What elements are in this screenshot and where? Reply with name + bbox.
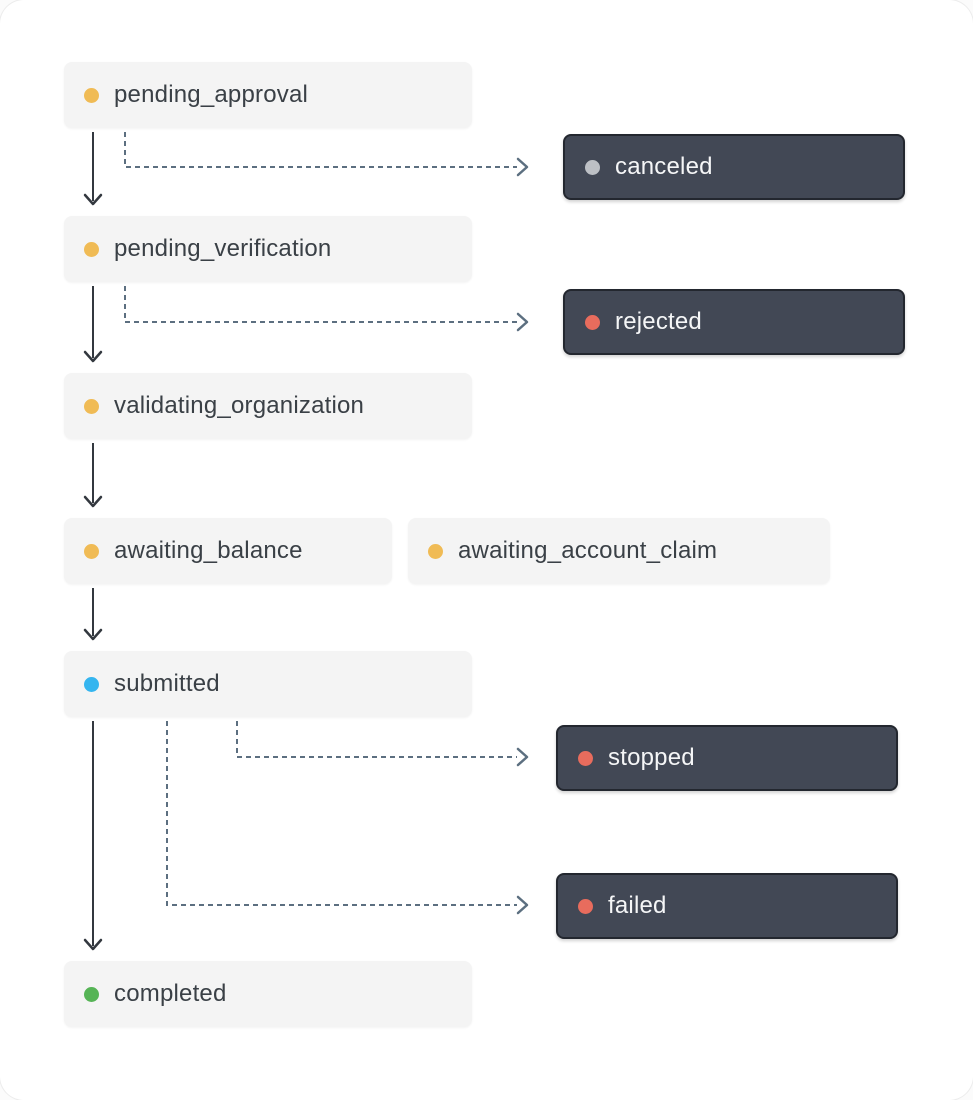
state-label: rejected bbox=[615, 308, 702, 335]
edge-validating_organization-to-awaiting_balance bbox=[83, 443, 103, 508]
state-label: failed bbox=[608, 892, 667, 919]
status-dot-icon bbox=[578, 898, 593, 914]
arrowhead-right-icon bbox=[516, 747, 529, 767]
status-dot-icon bbox=[84, 986, 99, 1002]
status-dot-icon bbox=[585, 314, 600, 330]
edge-submitted-to-stopped bbox=[236, 721, 529, 767]
edge-pending_verification-to-validating_organization bbox=[83, 286, 103, 363]
state-node-canceled: canceled bbox=[563, 134, 905, 200]
state-node-failed: failed bbox=[556, 873, 898, 939]
state-node-submitted: submitted bbox=[64, 651, 472, 717]
state-label: canceled bbox=[615, 153, 713, 180]
state-label: pending_verification bbox=[114, 235, 332, 262]
arrowhead-down-icon bbox=[83, 495, 103, 508]
state-node-completed: completed bbox=[64, 961, 472, 1027]
arrowhead-down-icon bbox=[83, 193, 103, 206]
state-label: stopped bbox=[608, 744, 695, 771]
state-node-validating_organization: validating_organization bbox=[64, 373, 472, 439]
status-dot-icon bbox=[84, 398, 99, 414]
edge-submitted-to-completed bbox=[83, 721, 103, 951]
status-dot-icon bbox=[585, 159, 600, 175]
status-dot-icon bbox=[428, 543, 443, 559]
state-label: completed bbox=[114, 980, 227, 1007]
arrowhead-right-icon bbox=[516, 895, 529, 915]
edge-submitted-to-failed bbox=[166, 721, 529, 915]
status-dot-icon bbox=[84, 87, 99, 103]
state-label: awaiting_account_claim bbox=[458, 537, 718, 564]
arrowhead-down-icon bbox=[83, 350, 103, 363]
arrowhead-right-icon bbox=[516, 157, 529, 177]
state-node-rejected: rejected bbox=[563, 289, 905, 355]
edge-pending_approval-to-canceled bbox=[124, 132, 529, 177]
state-label: validating_organization bbox=[114, 392, 365, 419]
state-label: pending_approval bbox=[114, 81, 309, 108]
status-dot-icon bbox=[84, 543, 99, 559]
edge-pending_verification-to-rejected bbox=[124, 286, 529, 332]
state-node-pending_approval: pending_approval bbox=[64, 62, 472, 128]
state-label: awaiting_balance bbox=[114, 537, 303, 564]
state-node-pending_verification: pending_verification bbox=[64, 216, 472, 282]
arrowhead-down-icon bbox=[83, 938, 103, 951]
status-dot-icon bbox=[84, 241, 99, 257]
state-label: submitted bbox=[114, 670, 220, 697]
state-node-stopped: stopped bbox=[556, 725, 898, 791]
edge-pending_approval-to-pending_verification bbox=[83, 132, 103, 206]
arrowhead-right-icon bbox=[516, 312, 529, 332]
state-node-awaiting_account_claim: awaiting_account_claim bbox=[408, 518, 830, 584]
state-node-awaiting_balance: awaiting_balance bbox=[64, 518, 392, 584]
status-dot-icon bbox=[578, 750, 593, 766]
status-dot-icon bbox=[84, 676, 99, 692]
edge-awaiting_balance-to-submitted bbox=[83, 588, 103, 641]
arrowhead-down-icon bbox=[83, 628, 103, 641]
